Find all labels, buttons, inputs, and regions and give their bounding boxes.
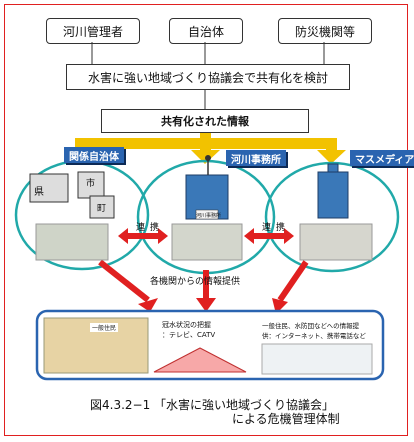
tv-catv-text: ：テレビ、CATV — [162, 331, 216, 339]
figure-caption-line2: による危機管理体制 — [232, 412, 340, 426]
council-box: 水害に強い地域づくり協議会で共有化を検討 — [66, 64, 350, 90]
shared-info-box: 共有化された情報 — [101, 109, 309, 133]
town-label: 町 — [97, 204, 107, 214]
figure-frame — [4, 4, 408, 436]
tag-local-gov: 関係自治体 — [64, 147, 124, 163]
tag-mass-media: マスメディア — [350, 150, 414, 166]
house-roof-illustration — [153, 347, 247, 373]
info-provision-text-1: 一般住民、水防団などへの情報提 — [262, 322, 360, 330]
river-office-sign: 河川事務所 — [196, 213, 222, 219]
agency-box-river-manager: 河川管理者 — [46, 18, 140, 44]
resident-tag: 一般住民 — [90, 323, 119, 332]
flood-status-text: 冠水状況の把握 — [162, 321, 211, 329]
building-icon-media — [317, 163, 349, 219]
red-down-arrows — [98, 259, 309, 303]
link-label: 携 — [276, 223, 286, 233]
red-link-arrows — [118, 228, 294, 244]
mobile-illustration — [261, 343, 373, 375]
info-provision-text-2: 供：インターネット、携帯電話など — [262, 332, 366, 340]
link-label: 携 — [150, 223, 160, 233]
link-label: 連 — [262, 223, 272, 233]
building-icon-local — [29, 171, 115, 219]
pref-label: 県 — [34, 187, 44, 198]
group-ellipse-media — [264, 161, 400, 273]
meeting-photo-river — [171, 223, 243, 261]
info-provision-label: 各機関からの情報提供 — [150, 277, 241, 287]
building-icon-river — [185, 155, 229, 220]
agency-box-local-gov: 自治体 — [169, 18, 243, 44]
tag-river-office: 河川事務所 — [226, 150, 286, 166]
city-label: 市 — [86, 179, 96, 189]
figure-caption-line1: 図4.3.2−1 「水害に強い地域づくり協議会」 — [90, 398, 335, 412]
meeting-photo-local — [35, 223, 109, 261]
meeting-photo-media — [299, 223, 373, 261]
agency-box-disaster-org: 防災機関等 — [278, 18, 372, 44]
link-label: 連 — [136, 223, 146, 233]
